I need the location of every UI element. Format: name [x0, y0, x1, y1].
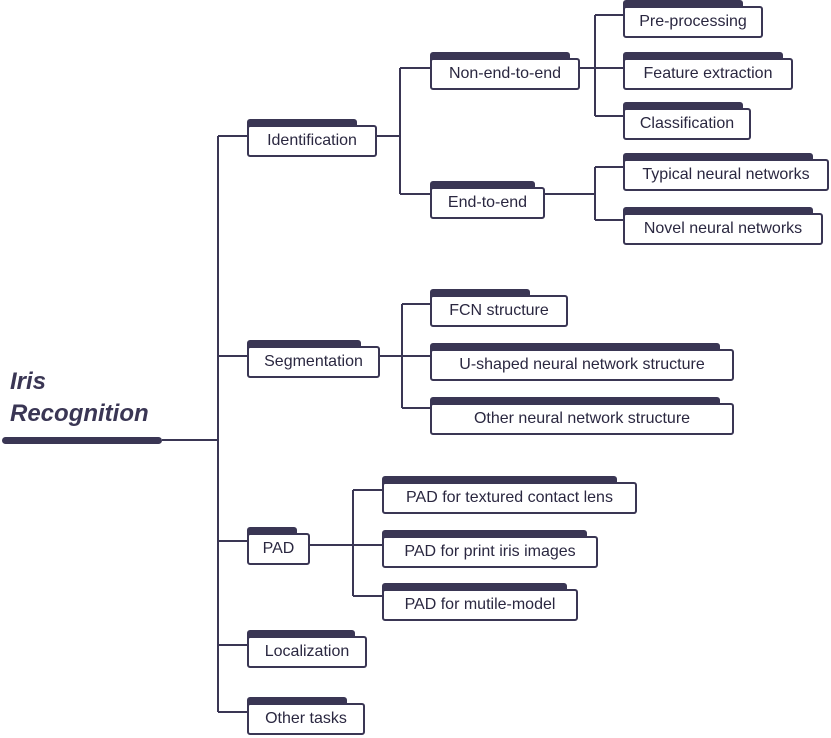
node-pad-print-iris[interactable]: PAD for print iris images [382, 530, 598, 568]
node-feature-extraction-label: Feature extraction [623, 58, 793, 90]
root-underline-bar [2, 437, 162, 444]
node-pad-print-iris-label: PAD for print iris images [382, 536, 598, 568]
node-pad-contact-lens-label: PAD for textured contact lens [382, 482, 637, 514]
node-end-to-end-label: End-to-end [430, 187, 545, 219]
node-typical-neural-networks[interactable]: Typical neural networks [623, 153, 829, 191]
root-title-line2: Recognition [10, 400, 149, 427]
node-identification[interactable]: Identification [247, 119, 377, 157]
node-segmentation[interactable]: Segmentation [247, 340, 380, 378]
node-feature-extraction[interactable]: Feature extraction [623, 52, 793, 90]
node-classification[interactable]: Classification [623, 102, 751, 140]
node-pad-multi-model[interactable]: PAD for mutile-model [382, 583, 578, 621]
node-u-shaped-structure[interactable]: U-shaped neural network structure [430, 343, 734, 381]
node-novel-neural-networks[interactable]: Novel neural networks [623, 207, 823, 245]
node-pre-processing-label: Pre-processing [623, 6, 763, 38]
node-u-shaped-structure-label: U-shaped neural network structure [430, 349, 734, 381]
node-pre-processing[interactable]: Pre-processing [623, 0, 763, 38]
node-other-tasks[interactable]: Other tasks [247, 697, 365, 735]
node-typical-neural-networks-label: Typical neural networks [623, 159, 829, 191]
node-pad-contact-lens[interactable]: PAD for textured contact lens [382, 476, 637, 514]
node-other-nn-structure-label: Other neural network structure [430, 403, 734, 435]
node-pad[interactable]: PAD [247, 527, 310, 565]
node-end-to-end[interactable]: End-to-end [430, 181, 545, 219]
root-title: Iris Recognition [10, 366, 149, 430]
root-title-line1: Iris [10, 368, 47, 395]
node-localization-label: Localization [247, 636, 367, 668]
node-segmentation-label: Segmentation [247, 346, 380, 378]
node-identification-label: Identification [247, 125, 377, 157]
node-non-end-to-end-label: Non-end-to-end [430, 58, 580, 90]
node-pad-label: PAD [247, 533, 310, 565]
node-classification-label: Classification [623, 108, 751, 140]
node-fcn-structure-label: FCN structure [430, 295, 568, 327]
node-other-tasks-label: Other tasks [247, 703, 365, 735]
node-pad-multi-model-label: PAD for mutile-model [382, 589, 578, 621]
node-fcn-structure[interactable]: FCN structure [430, 289, 568, 327]
node-non-end-to-end[interactable]: Non-end-to-end [430, 52, 580, 90]
node-novel-neural-networks-label: Novel neural networks [623, 213, 823, 245]
node-localization[interactable]: Localization [247, 630, 367, 668]
node-other-nn-structure[interactable]: Other neural network structure [430, 397, 734, 435]
